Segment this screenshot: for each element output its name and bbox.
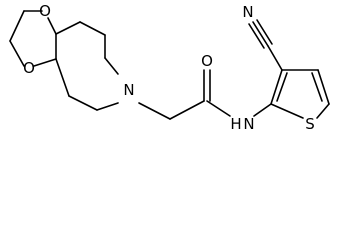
- atom-hydrogen-amide: H: [230, 115, 241, 133]
- bond: [248, 23, 265, 49]
- atom-sulfur-thiophene: S: [305, 115, 315, 133]
- atom-nitrogen-amide: N: [243, 115, 254, 133]
- atom-nitrogen-nitrile: N: [242, 3, 253, 21]
- bond: [267, 45, 283, 71]
- atom-oxygen-carbonyl: O: [201, 52, 213, 70]
- bond: [55, 21, 81, 35]
- bond: [68, 95, 98, 111]
- atom-nitrogen-piperidine: N: [123, 81, 134, 99]
- bond: [96, 102, 119, 111]
- bond: [47, 17, 57, 35]
- bond: [104, 57, 119, 75]
- piperidine-ring: [55, 21, 119, 111]
- atom-oxygen-lower: O: [23, 59, 35, 77]
- dioxolane-ring: [9, 10, 57, 67]
- bond: [317, 69, 330, 105]
- nitrile-group: [248, 19, 283, 71]
- bond: [206, 100, 231, 117]
- bond: [270, 69, 283, 105]
- chemical-structure-canvas: O O N O H N N S: [9, 2, 330, 133]
- bond: [9, 10, 25, 42]
- bond: [316, 103, 330, 119]
- bond: [276, 72, 288, 102]
- bond: [169, 100, 205, 120]
- bond: [253, 103, 272, 117]
- bond: [138, 102, 171, 120]
- bond: [55, 58, 70, 97]
- atom-oxygen-upper: O: [39, 2, 51, 20]
- bond: [79, 21, 106, 36]
- bond: [256, 19, 273, 45]
- molecule-drawing: O O N O H N N S: [9, 2, 330, 133]
- bond: [33, 58, 57, 67]
- bond: [9, 40, 25, 67]
- acetamide-linker: [138, 69, 272, 120]
- thiophene-ring: [270, 69, 330, 119]
- bond: [311, 72, 323, 102]
- bond: [252, 21, 269, 47]
- bond: [270, 103, 304, 119]
